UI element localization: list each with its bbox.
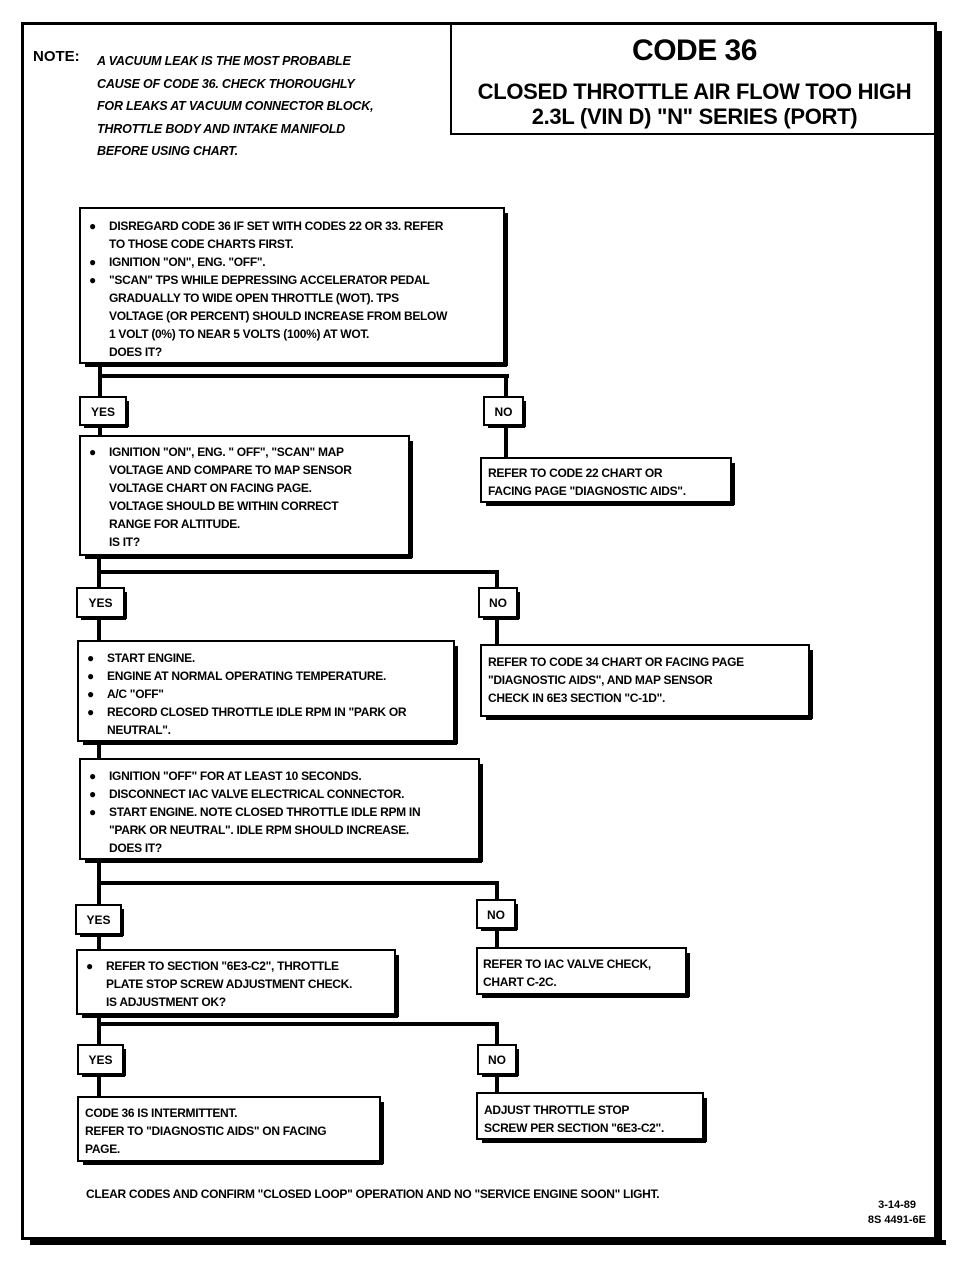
step1-box: ●DISREGARD CODE 36 IF SET WITH CODES 22 … — [79, 207, 508, 367]
connector — [97, 740, 101, 760]
connector — [98, 362, 102, 398]
note-text: A VACUUM LEAK IS THE MOST PROBABLE CAUSE… — [97, 54, 374, 158]
no5-box: ADJUST THROTTLE STOP SCREW PER SECTION "… — [476, 1092, 707, 1143]
yes-label: YES — [79, 396, 129, 428]
yes-label: YES — [75, 904, 124, 937]
footer-note: CLEAR CODES AND CONFIRM "CLOSED LOOP" OP… — [86, 1187, 660, 1201]
yes-label: YES — [77, 1044, 126, 1077]
connector — [495, 616, 499, 646]
connector — [495, 1022, 499, 1046]
no1-box: REFER TO CODE 22 CHART OR FACING PAGE "D… — [480, 457, 735, 506]
connector — [97, 1013, 101, 1045]
yes5-box: CODE 36 IS INTERMITTENT. REFER TO "DIAGN… — [77, 1096, 384, 1165]
title-line2: 2.3L (VIN D) "N" SERIES (PORT) — [531, 104, 858, 129]
title-box: CODE 36 CLOSED THROTTLE AIR FLOW TOO HIG… — [450, 22, 937, 135]
list-item: ●DISCONNECT IAC VALVE ELECTRICAL CONNECT… — [89, 787, 405, 801]
page-frame — [21, 22, 946, 1245]
list-item: ●ENGINE AT NORMAL OPERATING TEMPERATURE. — [87, 669, 386, 683]
connector — [495, 881, 499, 901]
list-item: ●"SCAN" TPS WHILE DEPRESSING ACCELERATOR… — [89, 273, 448, 359]
connector — [98, 424, 102, 436]
code-title: CODE 36 — [632, 34, 757, 67]
connector — [98, 374, 509, 378]
connector — [97, 570, 499, 574]
connector — [495, 927, 499, 949]
list-item: ●START ENGINE. — [87, 651, 195, 665]
step4-list: ●IGNITION "OFF" FOR AT LEAST 10 SECONDS.… — [87, 767, 421, 857]
list-item: ●IGNITION "OFF" FOR AT LEAST 10 SECONDS. — [89, 769, 362, 783]
no4-box: REFER TO IAC VALVE CHECK, CHART C-2C. — [476, 947, 690, 998]
no-label: NO — [476, 899, 518, 931]
note-label: NOTE: — [33, 48, 80, 65]
connector — [495, 1073, 499, 1093]
list-item: ●RECORD CLOSED THROTTLE IDLE RPM IN "PAR… — [87, 705, 407, 737]
no-label: NO — [483, 396, 526, 428]
no-label: NO — [477, 1044, 519, 1077]
step3-list: ●START ENGINE. ●ENGINE AT NORMAL OPERATI… — [85, 649, 407, 739]
connector — [495, 570, 499, 588]
list-item: ●START ENGINE. NOTE CLOSED THROTTLE IDLE… — [89, 805, 421, 855]
step3-box: ●START ENGINE. ●ENGINE AT NORMAL OPERATI… — [77, 640, 458, 745]
step4-box: ●IGNITION "OFF" FOR AT LEAST 10 SECONDS.… — [79, 758, 483, 863]
yes-label: YES — [76, 587, 127, 620]
list-item: ●IGNITION "ON", ENG. "OFF". — [89, 255, 266, 269]
connector — [97, 1073, 101, 1097]
step1-list: ●DISREGARD CODE 36 IF SET WITH CODES 22 … — [87, 217, 447, 361]
ref-number: 8S 4491-6E — [867, 1214, 926, 1226]
no-label: NO — [478, 587, 520, 620]
connector — [504, 424, 508, 458]
no2-box: REFER TO CODE 34 CHART OR FACING PAGE "D… — [480, 644, 813, 720]
title-line1: CLOSED THROTTLE AIR FLOW TOO HIGH — [477, 79, 912, 104]
connector — [97, 1022, 499, 1026]
list-item: ●DISREGARD CODE 36 IF SET WITH CODES 22 … — [89, 219, 444, 251]
connector — [97, 933, 101, 951]
list-item: ●A/C "OFF" — [87, 687, 164, 701]
connector — [97, 881, 499, 885]
ref-date: 3-14-89 — [878, 1199, 916, 1211]
connector — [97, 616, 101, 642]
connector — [504, 374, 508, 398]
